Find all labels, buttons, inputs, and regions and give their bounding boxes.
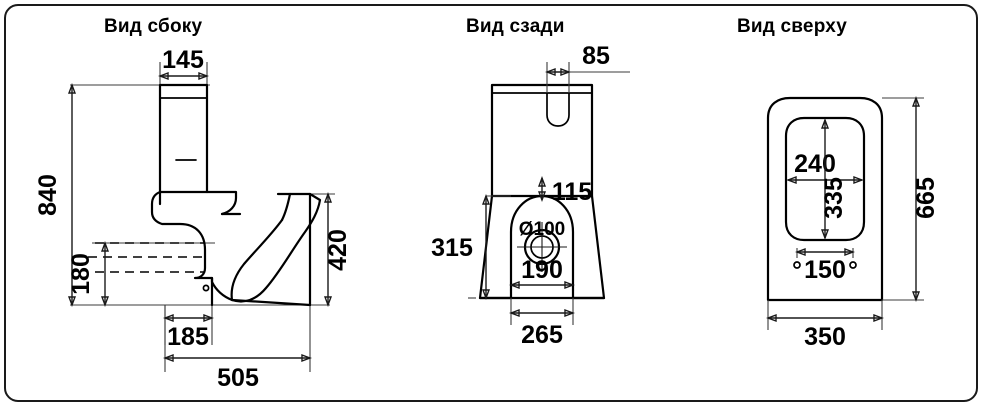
arrow-420-bottom <box>323 296 333 307</box>
view-title-top: Вид сверху <box>737 16 848 37</box>
arrow-315-top <box>481 194 491 205</box>
arrow-85-left <box>545 67 556 77</box>
top-view-drawing: 240 335 150 665 350 <box>766 96 940 351</box>
cistern-outline <box>158 83 209 194</box>
arrow-180-top <box>100 241 110 252</box>
mounting-hole-left <box>793 261 801 269</box>
dim-label-240: 240 <box>794 150 836 178</box>
dim-label-840: 840 <box>34 174 62 216</box>
arrow-335-bottom <box>820 229 830 240</box>
dim-label-180: 180 <box>67 253 95 295</box>
rear-lid-notch <box>546 92 570 127</box>
dim-label-665: 665 <box>912 177 940 219</box>
arrow-145-right <box>198 71 209 81</box>
dim-label-d100: Ø100 <box>519 219 565 240</box>
mounting-hole-right <box>849 261 857 269</box>
arrow-190-right <box>564 280 575 290</box>
arrow-115-bottom <box>537 191 547 202</box>
arrow-840-top <box>67 83 77 94</box>
pedestal-inner-curve <box>230 218 284 302</box>
arrow-665-top <box>911 96 921 107</box>
arrow-240-left <box>786 175 797 185</box>
arrow-335-top <box>820 118 830 129</box>
dim-label-265: 265 <box>521 321 563 349</box>
arrow-85-right <box>560 67 571 77</box>
dim-label-85: 85 <box>582 42 610 70</box>
arrow-840-bottom <box>67 296 77 307</box>
arrow-115-top <box>537 176 547 187</box>
bowl-shelf-outline <box>205 190 238 216</box>
dim-label-185: 185 <box>167 323 209 351</box>
dim-label-315: 315 <box>431 234 473 262</box>
dim-label-335: 335 <box>820 177 848 219</box>
pedestal-foot <box>230 298 312 307</box>
arrow-265-left <box>509 308 520 318</box>
arrow-185-left <box>163 313 174 323</box>
pedestal-rim-curve <box>280 192 292 222</box>
dim-label-350: 350 <box>804 323 846 351</box>
arrow-150-right <box>844 247 855 257</box>
top-inner-bowl <box>784 116 866 242</box>
dim-label-505: 505 <box>217 364 259 392</box>
dim-label-190: 190 <box>521 256 563 284</box>
arrow-180-bottom <box>100 296 110 307</box>
arrow-150-left <box>795 247 806 257</box>
view-title-side: Вид сбоку <box>104 16 203 37</box>
bowl-profile-outline <box>150 190 322 303</box>
arrow-190-left <box>509 280 520 290</box>
arrow-145-left <box>158 71 169 81</box>
dim-label-115: 115 <box>552 178 592 206</box>
arrow-505-right <box>301 353 312 363</box>
arrow-505-left <box>163 353 174 363</box>
fixing-hole-marker <box>202 284 210 292</box>
arrow-665-bottom <box>911 291 921 302</box>
view-title-rear: Вид сзади <box>466 16 565 37</box>
arrow-185-right <box>203 313 214 323</box>
arrow-240-right <box>853 175 864 185</box>
dim-label-420: 420 <box>324 229 352 271</box>
arrow-350-right <box>873 313 884 323</box>
dim-label-145: 145 <box>162 46 204 74</box>
dim-label-150: 150 <box>804 256 846 284</box>
rear-pedestal-left <box>478 194 513 300</box>
side-view-drawing: 145 840 180 420 185 505 <box>34 46 352 392</box>
arrow-350-left <box>766 313 777 323</box>
pedestal-right-wall <box>276 192 312 307</box>
arrow-315-bottom <box>481 289 491 300</box>
top-outer-rim <box>766 96 884 302</box>
rear-pedestal-right <box>571 194 606 300</box>
arrow-420-top <box>323 192 333 203</box>
rear-view-drawing: 85 115 Ø100 315 190 265 <box>431 42 630 349</box>
arrow-265-right <box>564 308 575 318</box>
